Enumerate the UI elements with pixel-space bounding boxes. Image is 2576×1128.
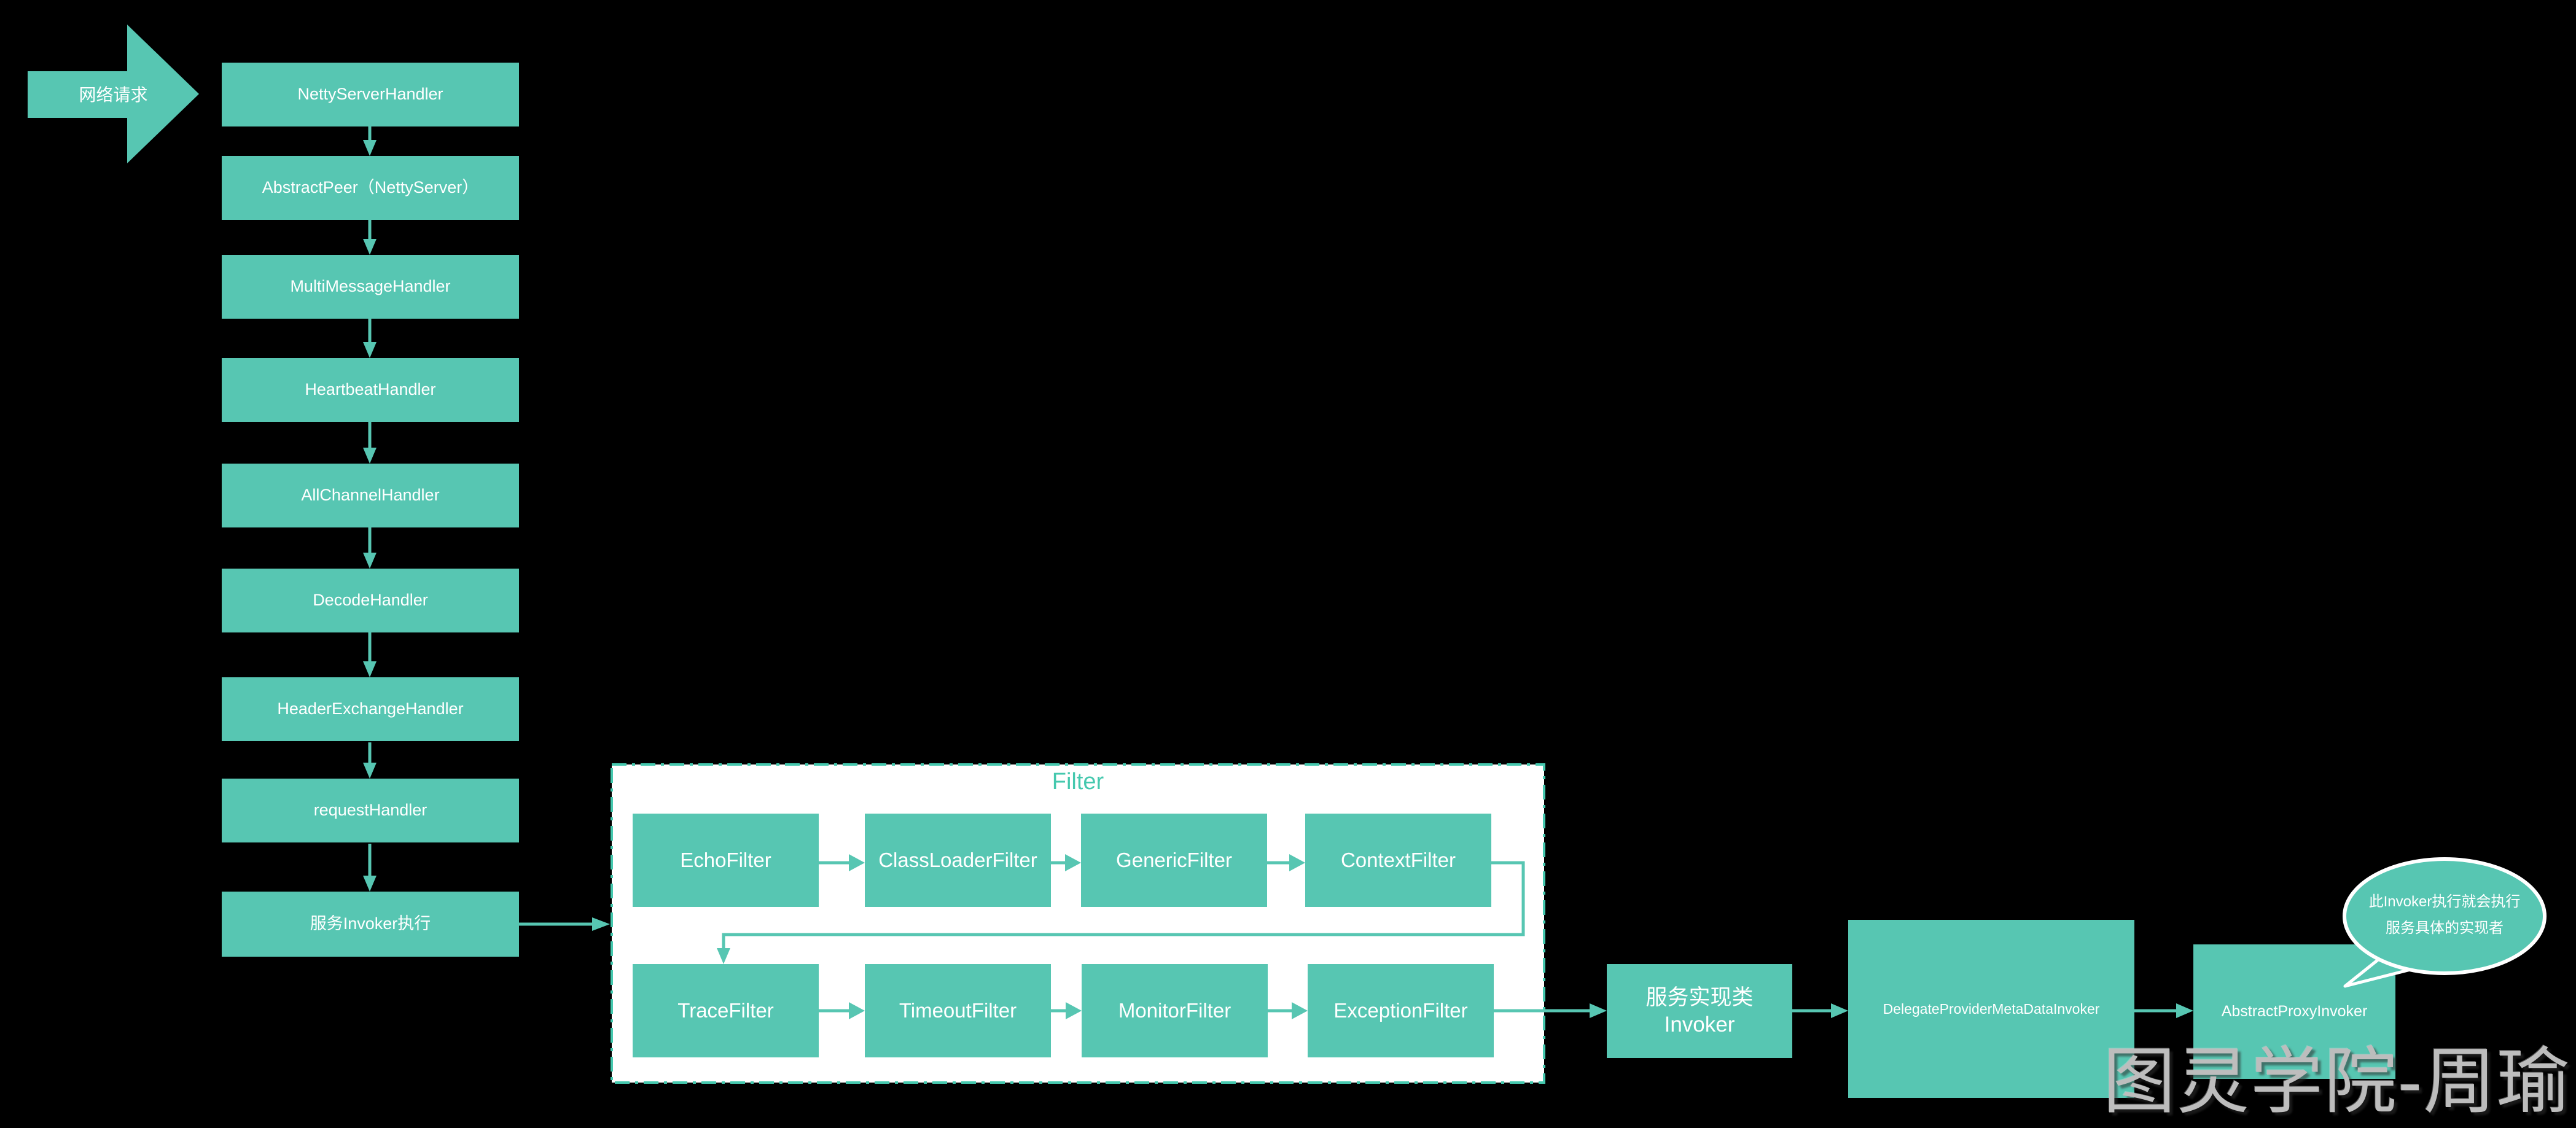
- box-service-impl-invoker: 服务实现类 Invoker: [1607, 964, 1792, 1058]
- box-heartbeat-handler: HeartbeatHandler: [222, 358, 519, 422]
- box-multi-message-handler: MultiMessageHandler: [222, 255, 519, 319]
- service-impl-line2: Invoker: [1664, 1012, 1735, 1037]
- box-context-filter: ContextFilter: [1305, 814, 1491, 907]
- box-generic-filter: GenericFilter: [1081, 814, 1267, 907]
- box-monitor-filter: MonitorFilter: [1082, 964, 1268, 1057]
- watermark-text: 图灵学院-周瑜: [2103, 1041, 2571, 1122]
- service-impl-line1: 服务实现类: [1645, 985, 1754, 1009]
- callout-text: 此Invoker执行就会执行 服务具体的实现者: [2349, 889, 2540, 941]
- box-echo-filter: EchoFilter: [633, 814, 819, 907]
- impl-to-delegate-arrow: [1792, 1003, 1848, 1018]
- box-header-exchange-handler: HeaderExchangeHandler: [222, 677, 519, 741]
- exception-to-impl-arrow: [1494, 1003, 1607, 1018]
- box-abstract-peer: AbstractPeer（NettyServer）: [222, 156, 519, 220]
- box-timeout-filter: TimeoutFilter: [865, 964, 1051, 1057]
- box-classloader-filter: ClassLoaderFilter: [865, 814, 1051, 907]
- invoke-to-filter-arrow: [519, 917, 610, 931]
- box-decode-handler: DecodeHandler: [222, 569, 519, 632]
- callout-line1: 此Invoker执行就会执行: [2368, 893, 2521, 910]
- delegate-to-proxy-arrow: [2134, 1003, 2193, 1018]
- box-netty-server-handler: NettyServerHandler: [222, 63, 519, 126]
- box-request-handler: requestHandler: [222, 779, 519, 842]
- box-exception-filter: ExceptionFilter: [1308, 964, 1494, 1057]
- box-delegate-provider-metadata-invoker: DelegateProviderMetaDataInvoker: [1848, 920, 2134, 1098]
- network-request-label: 网络请求: [79, 85, 148, 104]
- callout-line2: 服务具体的实现者: [2386, 920, 2504, 936]
- box-trace-filter: TraceFilter: [633, 964, 819, 1057]
- filter-panel-title: Filter: [1052, 769, 1104, 795]
- box-all-channel-handler: AllChannelHandler: [222, 464, 519, 527]
- box-service-invoker-exec: 服务Invoker执行: [222, 892, 519, 957]
